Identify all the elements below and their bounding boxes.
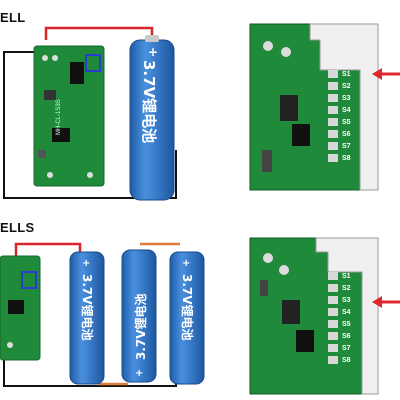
red-wire [44,26,154,40]
battery-plus-label: + [82,258,90,269]
pin-pad [328,272,338,280]
section2-heading: ELLS [0,220,35,235]
battery-cell: + 3.7V锂电池 [169,251,205,385]
pin-label: S7 [342,143,351,150]
battery-plus-label: + [135,368,143,379]
battery-plus-label: + [182,258,190,269]
pin-pad [328,106,338,114]
pin-label: S5 [342,119,351,126]
battery-cell: + 3.7V锂电池 [129,35,175,201]
pin-label: S7 [342,345,351,352]
pin-label: S4 [342,309,351,316]
pin-label: S3 [342,95,351,102]
single-cell-wiring: MH-CL-1S3S + 3.7V锂电池 [3,26,177,201]
pin-label: S3 [342,297,351,304]
battery-label: 3.7V锂电池 [80,274,95,341]
pin-pad [328,320,338,328]
pin-label: S4 [342,107,351,114]
battery-plus-label: + [148,45,158,59]
arrow-bottom [372,296,400,308]
connector-highlight [85,54,101,72]
pin-pad [328,118,338,126]
pin-label: S1 [342,273,351,280]
pin-pad [328,142,338,150]
battery-cell: + 3.7V锂电池 [121,249,157,383]
pin-pad [328,70,338,78]
pin-pad [328,284,338,292]
multi-cell-wiring: + 3.7V锂电池 + 3.7V锂电池 + 3.7V锂电池 [0,242,205,387]
pin-pad [328,154,338,162]
black-wire [3,51,177,199]
section1-heading: ELL [0,10,26,25]
pin-pad [328,296,338,304]
module-silkscreen: MH-CL-1S3S [56,99,62,135]
pin-label: S5 [342,321,351,328]
pin-label: S6 [342,131,351,138]
pin-pad [328,332,338,340]
pin-label: S8 [342,155,351,162]
pin-label: S2 [342,285,351,292]
pin-pad [328,344,338,352]
battery-cell: + 3.7V锂电池 [69,251,105,385]
arrow-top [372,68,400,80]
pin-label: S6 [342,333,351,340]
pin-pad [328,94,338,102]
battery-label: 3.7V锂电池 [140,60,158,143]
pin-label: S8 [342,357,351,364]
chip [52,128,70,142]
indicator-module: MH-CL-1S3S [33,45,105,187]
pin-label: S1 [342,71,351,78]
indicator-module [0,255,41,361]
pin-pad [328,356,338,364]
pin-pad [328,308,338,316]
pin-label: S2 [342,83,351,90]
battery-label: 3.7V锂电池 [180,274,195,341]
pin-pad [328,130,338,138]
battery-label: 3.7V锂电池 [133,293,148,360]
pin-pad [328,82,338,90]
